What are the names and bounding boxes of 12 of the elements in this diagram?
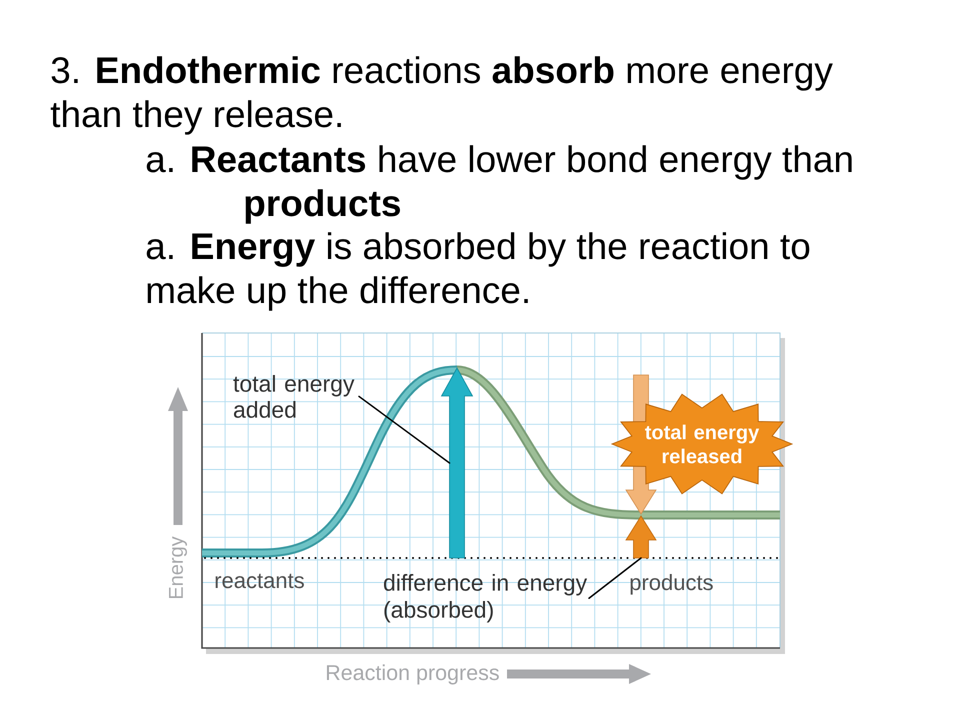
callout-label: difference in energy (absorbed)	[384, 574, 588, 622]
axis-label: Reaction progress	[326, 664, 499, 684]
state-label: products	[630, 574, 713, 595]
point-text: 3. Endothermic reactions absorb more energy than they release.	[50, 56, 833, 135]
axis-label: Energy	[169, 536, 187, 598]
callout-label: total energy added	[233, 375, 354, 418]
leader-line	[358, 396, 450, 464]
measure-arrow	[625, 515, 657, 558]
measure-arrow	[440, 367, 474, 558]
sub-point-text: a. Energy is absorbed by the reaction to make up the difference.	[146, 232, 810, 311]
leader-line	[588, 557, 642, 599]
state-label: reactants	[216, 574, 304, 588]
